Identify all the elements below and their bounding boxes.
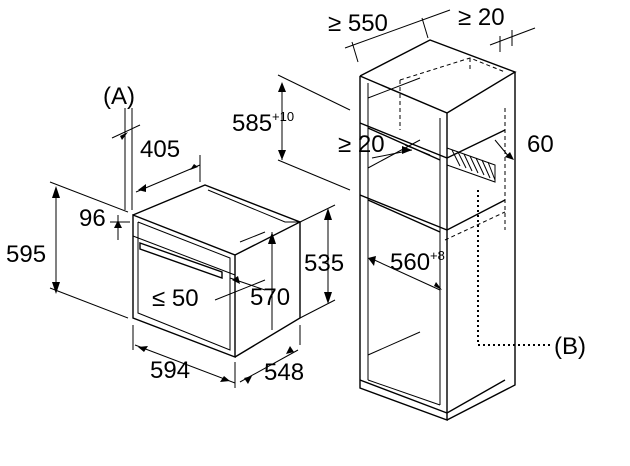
oven-top-depth-label: 405: [140, 136, 180, 163]
gap-side-label: ≥ 20: [338, 131, 385, 158]
niche-width-value: 560: [390, 249, 430, 276]
handle-clearance-label: ≤ 50: [152, 285, 199, 312]
cabinet-dimensions: [277, 9, 536, 291]
gap-top-label: ≥ 20: [458, 4, 505, 31]
niche-height-label: 585+10: [232, 109, 294, 137]
oven: [132, 184, 302, 359]
callout-a-label: (A): [103, 83, 135, 110]
oven-width-label: 594: [150, 357, 190, 384]
niche-height-value: 585: [232, 110, 272, 137]
body-height-label: 535: [304, 250, 344, 277]
callout-b-leader: [477, 190, 552, 346]
oven-dimensions: [49, 108, 336, 388]
niche-height-tolerance: +10: [272, 109, 294, 124]
niche-width-tolerance: +8: [430, 248, 445, 263]
callout-b-label: (B): [554, 333, 586, 360]
vent-depth-label: 60: [527, 131, 554, 158]
door-offset-label: 96: [79, 205, 106, 232]
tall-cabinet: [359, 39, 552, 422]
oven-height-label: 595: [6, 241, 46, 268]
inner-height-label: 570: [250, 284, 290, 311]
oven-depth-label: 548: [264, 359, 304, 386]
depth-min-label: ≥ 550: [328, 10, 388, 37]
vent-hatch: [451, 149, 496, 181]
niche-width-label: 560+8: [390, 248, 445, 276]
